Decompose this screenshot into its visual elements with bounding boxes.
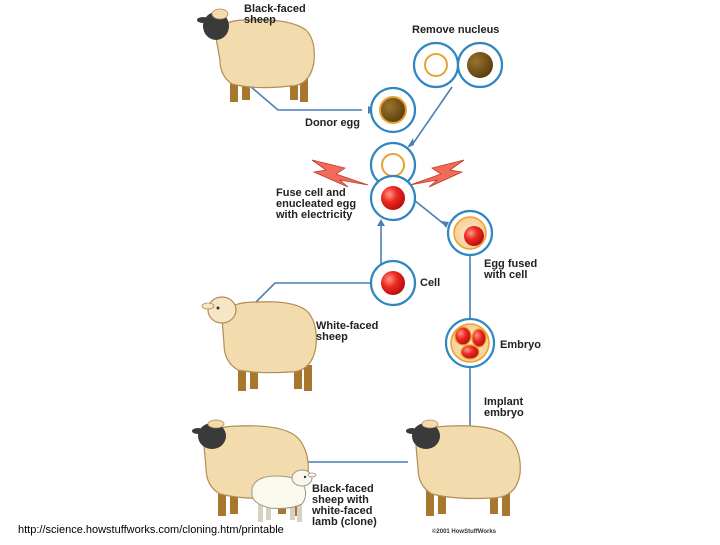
label-egg-fused: Egg fused with cell bbox=[484, 259, 537, 281]
fused-egg-cell bbox=[446, 209, 494, 257]
flow-arrows bbox=[249, 85, 471, 463]
surrogate-black-faced-sheep bbox=[406, 419, 521, 516]
label-remove-nucleus: Remove nucleus bbox=[412, 24, 500, 36]
removed-nucleus-cell bbox=[456, 41, 504, 89]
label-line: embryo bbox=[484, 407, 524, 419]
label-line: white-faced bbox=[312, 505, 373, 517]
fuse-donor-cell bbox=[369, 174, 417, 222]
label-line: Implant bbox=[484, 396, 524, 408]
embryo-cell bbox=[444, 317, 496, 369]
label-embryo: Embryo bbox=[500, 339, 541, 351]
spark-icon-left bbox=[311, 159, 369, 188]
label-clone: Black-faced sheep with white-faced lamb … bbox=[312, 484, 377, 528]
spark-icon-right bbox=[409, 159, 465, 188]
label-line: sheep bbox=[316, 331, 348, 343]
label-line: enucleated egg bbox=[276, 198, 357, 210]
label-line: with electricity bbox=[276, 209, 353, 221]
enucleated-egg-cell bbox=[412, 41, 460, 89]
label-line: Fuse cell and bbox=[276, 187, 346, 199]
label-line: Black-faced bbox=[244, 3, 306, 15]
label-line: White-faced bbox=[316, 320, 379, 332]
label-line: sheep with bbox=[312, 494, 369, 506]
body-cell bbox=[369, 259, 417, 307]
arrow-remove-to-fuse bbox=[411, 86, 453, 146]
label-line: with cell bbox=[484, 269, 528, 281]
label-line: sheep bbox=[244, 14, 276, 26]
label-white-faced-sheep: White-faced sheep bbox=[316, 321, 378, 343]
label-line: Egg fused bbox=[484, 258, 538, 270]
white-faced-lamb bbox=[251, 469, 317, 522]
arrow-sheep-to-donor-egg bbox=[249, 85, 362, 111]
copyright-notice: ©2001 HowStuffWorks bbox=[432, 529, 496, 535]
arrow-cell-to-white-sheep bbox=[249, 282, 372, 309]
label-line: lamb (clone) bbox=[312, 516, 377, 528]
label-implant-embryo: Implant embryo bbox=[484, 397, 524, 419]
label-fuse-cell: Fuse cell and enucleated egg with electr… bbox=[276, 188, 356, 221]
black-faced-sheep bbox=[197, 8, 315, 102]
source-url: http://science.howstuffworks.com/cloning… bbox=[18, 524, 284, 536]
white-faced-sheep bbox=[201, 296, 317, 391]
label-line: Black-faced bbox=[312, 483, 374, 495]
label-cell: Cell bbox=[420, 277, 441, 289]
label-black-faced-sheep: Black-faced sheep bbox=[244, 4, 306, 26]
arrow-fuse-to-fused bbox=[413, 199, 445, 225]
label-donor-egg: Donor egg bbox=[305, 117, 360, 129]
donor-egg-cell bbox=[369, 86, 417, 134]
